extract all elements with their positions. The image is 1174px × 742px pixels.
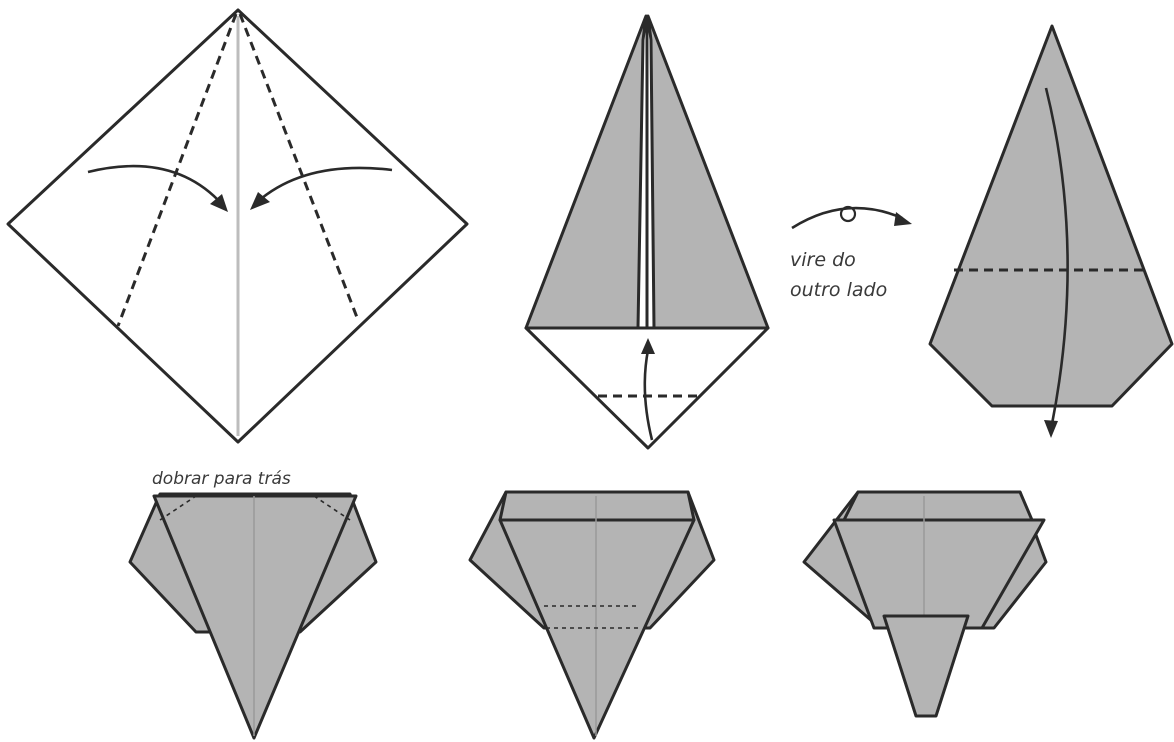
turn-over-label-line2: outro lado xyxy=(790,279,887,301)
step5-trunk xyxy=(500,520,694,738)
turn-over-arrowhead xyxy=(894,212,912,226)
kite-right-flap xyxy=(648,16,768,328)
step-4-fold-back: dobrar para trás xyxy=(130,469,376,738)
step-5-pleat xyxy=(470,492,714,738)
step6-top-band xyxy=(844,492,1032,520)
step-2-kite xyxy=(526,16,768,448)
turn-over-label-line1: vire do xyxy=(790,249,856,271)
kite-left-flap xyxy=(526,16,646,328)
step-1-square xyxy=(8,10,467,442)
turned-fold-down-arrowhead xyxy=(1044,420,1058,438)
fold-back-label: dobrar para trás xyxy=(152,469,291,489)
step-6-finished xyxy=(804,492,1046,716)
turn-over-arrow xyxy=(792,208,902,228)
step5-top-band xyxy=(500,492,694,520)
turned-paper xyxy=(930,26,1172,406)
step-3-turned xyxy=(930,26,1172,438)
turn-over-instruction: vire do outro lado xyxy=(790,207,912,301)
step6-trunk xyxy=(884,616,968,716)
